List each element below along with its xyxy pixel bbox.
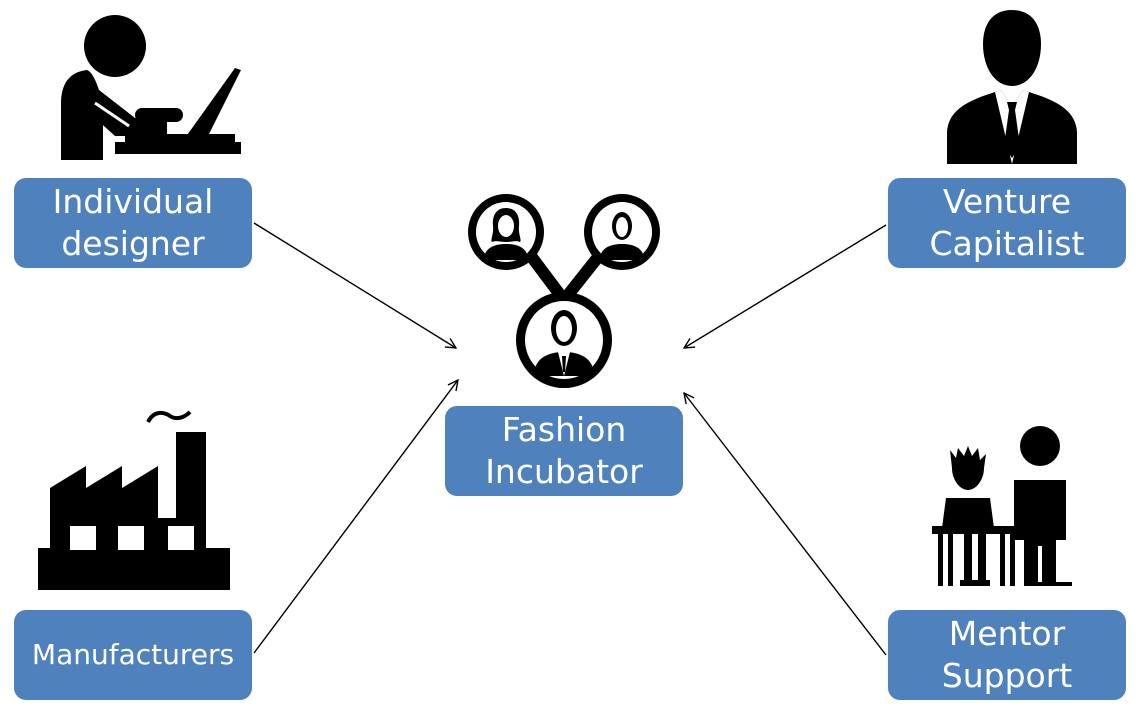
arrow-mentor-to-incubator bbox=[684, 393, 887, 656]
venture-capitalist-box: Venture Capitalist bbox=[888, 178, 1126, 268]
venture-capitalist-label-line2: Capitalist bbox=[929, 224, 1085, 263]
people-network-icon bbox=[468, 194, 660, 388]
arrow-designer-to-incubator bbox=[253, 222, 456, 348]
manufacturers-box: Manufacturers bbox=[14, 610, 252, 700]
fashion-incubator-box: Fashion Incubator bbox=[445, 406, 683, 496]
individual-designer-box: Individual designer bbox=[14, 178, 252, 268]
factory-icon bbox=[38, 410, 230, 590]
fashion-incubator-label-line2: Incubator bbox=[485, 452, 643, 491]
person-at-laptop-icon bbox=[61, 15, 241, 160]
venture-capitalist-label-line1: Venture bbox=[942, 182, 1072, 221]
mentor-support-label-line2: Support bbox=[941, 656, 1073, 695]
individual-designer-label-line1: Individual bbox=[52, 182, 214, 221]
arrow-capitalist-to-incubator bbox=[684, 224, 887, 348]
individual-designer-label-line2: designer bbox=[61, 224, 205, 263]
mentor-support-label-line1: Mentor bbox=[948, 614, 1066, 653]
businessman-icon bbox=[947, 10, 1077, 164]
mentor-student-icon bbox=[932, 426, 1072, 586]
mentor-support-box: Mentor Support bbox=[888, 610, 1126, 700]
arrow-manufacturers-to-incubator bbox=[253, 380, 458, 654]
manufacturers-label: Manufacturers bbox=[31, 638, 235, 671]
fashion-incubator-label-line1: Fashion bbox=[501, 410, 627, 449]
